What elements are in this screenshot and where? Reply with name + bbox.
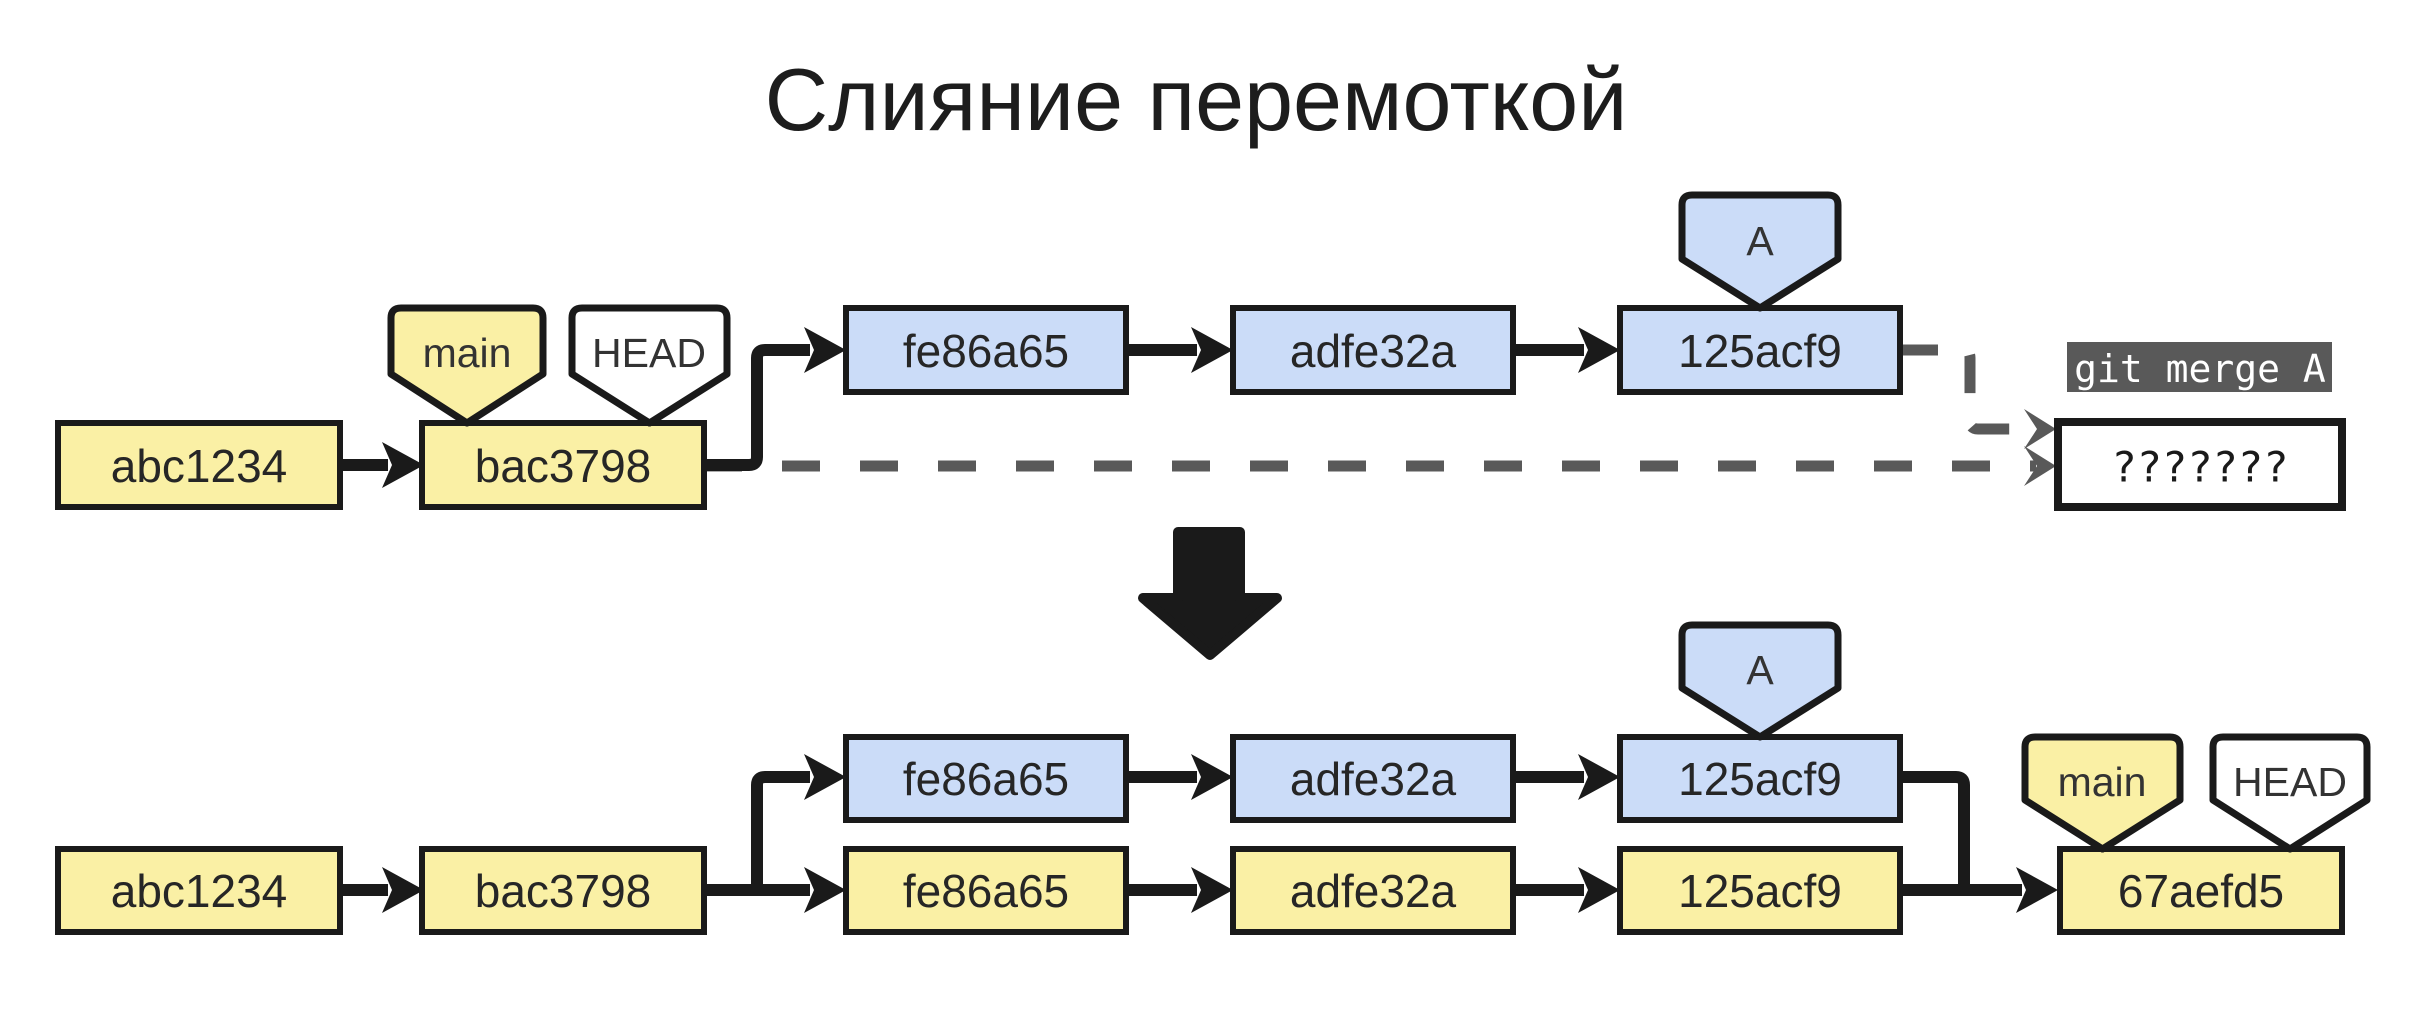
top-tag-branch-a: A — [1678, 191, 1842, 312]
top-commit-fe86a65: fe86a65 — [843, 305, 1129, 395]
branch-junction-up-elbow — [751, 771, 810, 890]
dashed-arrowhead-lower — [2024, 446, 2056, 486]
merge-down-elbow-blue-125acf9 — [1900, 771, 1970, 890]
top-tag-head: HEAD — [568, 304, 731, 427]
commit-label: fe86a65 — [903, 325, 1069, 377]
commit-label: 125acf9 — [1678, 753, 1842, 805]
elbow-line-bac3798-fe86a65 — [704, 344, 810, 471]
tag-label: main — [2058, 759, 2147, 805]
arrowhead — [1191, 327, 1233, 373]
bottom-commit-yellow-fe86a65: fe86a65 — [843, 846, 1129, 935]
bottom-commit-blue-adfe32a: adfe32a — [1230, 734, 1516, 823]
commit-label: abc1234 — [111, 440, 288, 492]
commit-label: fe86a65 — [903, 753, 1069, 805]
tag-label: A — [1746, 218, 1774, 264]
pending-merge-commit-box: ??????? — [2054, 418, 2346, 511]
top-diagram: abc1234 bac3798 fe86a65 adfe32a 125acf9 … — [55, 191, 2346, 511]
top-commit-adfe32a: adfe32a — [1230, 305, 1516, 395]
dashed-arrowhead-upper — [2024, 409, 2056, 449]
bottom-commit-67aefd5: 67aefd5 — [2057, 846, 2345, 935]
bottom-commit-yellow-125acf9: 125acf9 — [1617, 846, 1903, 935]
bottom-commit-blue-fe86a65: fe86a65 — [843, 734, 1129, 823]
top-commit-abc1234: abc1234 — [55, 420, 343, 510]
commit-label: fe86a65 — [903, 865, 1069, 917]
commit-label: abc1234 — [111, 865, 288, 917]
top-commit-bac3798: bac3798 — [419, 420, 707, 510]
commit-label: 125acf9 — [1678, 325, 1842, 377]
arrowhead — [1578, 867, 1620, 913]
tag-label: main — [423, 330, 512, 376]
commit-label: bac3798 — [475, 865, 652, 917]
arrowhead — [804, 754, 846, 800]
bottom-tag-main: main — [2021, 733, 2184, 853]
top-tag-main: main — [387, 304, 547, 427]
tag-label: HEAD — [592, 330, 706, 376]
bottom-commit-yellow-adfe32a: adfe32a — [1230, 846, 1516, 935]
bottom-diagram: fe86a65 adfe32a 125acf9 abc1234 bac3798 … — [55, 621, 2371, 935]
arrowhead — [382, 442, 424, 488]
commit-label: adfe32a — [1290, 865, 1457, 917]
arrowhead — [2016, 867, 2058, 913]
tag-label: HEAD — [2233, 759, 2347, 805]
commit-label: 67aefd5 — [2118, 865, 2284, 917]
commit-label: 125acf9 — [1678, 865, 1842, 917]
diagram-title: Слияние перемоткой — [765, 50, 1628, 149]
arrowhead — [1191, 867, 1233, 913]
dashed-arrow-line-125acf9-to-pending — [1900, 344, 2030, 435]
arrowhead — [804, 867, 846, 913]
arrowhead — [1578, 327, 1620, 373]
command-text: git merge A — [2074, 347, 2326, 391]
arrowhead — [804, 327, 846, 373]
bottom-commit-bac3798: bac3798 — [419, 846, 707, 935]
tag-label: A — [1746, 647, 1774, 693]
commit-label: bac3798 — [475, 440, 652, 492]
down-arrow-icon — [1138, 527, 1282, 660]
arrowhead — [382, 867, 424, 913]
arrowhead — [1578, 754, 1620, 800]
bottom-tag-head: HEAD — [2209, 733, 2371, 853]
pending-commit-label: ??????? — [2111, 443, 2288, 492]
bottom-commit-abc1234: abc1234 — [55, 846, 343, 935]
commit-label: adfe32a — [1290, 325, 1457, 377]
arrowhead — [1191, 754, 1233, 800]
top-commit-125acf9: 125acf9 — [1617, 305, 1903, 395]
bottom-commit-blue-125acf9: 125acf9 — [1617, 734, 1903, 823]
commit-label: adfe32a — [1290, 753, 1457, 805]
git-merge-command-label: git merge A — [2067, 342, 2332, 392]
bottom-tag-branch-a: A — [1678, 621, 1842, 741]
